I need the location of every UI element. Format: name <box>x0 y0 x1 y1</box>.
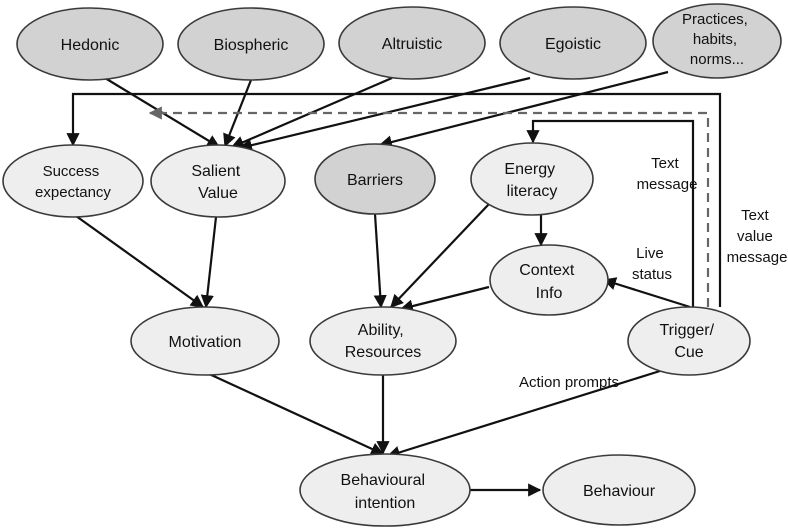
label-live-status: Live status <box>632 245 672 283</box>
svg-text:Trigger/ Cue: Trigger/ Cue <box>660 322 719 361</box>
svg-text:Egoistic: Egoistic <box>545 36 601 53</box>
edge-barriers-to-ability <box>373 213 387 309</box>
svg-text:Motivation: Motivation <box>169 334 242 351</box>
edge-trigger-to-energy <box>526 119 695 307</box>
svg-text:Energy literacy: Energy literacy <box>504 161 559 200</box>
edge-success-to-motivation <box>75 215 205 308</box>
edge-trigger-to-success <box>66 92 722 307</box>
node-hedonic: Hedonic <box>16 7 164 81</box>
nodes: Hedonic Biospheric Altruistic Egoistic P… <box>2 3 782 527</box>
svg-text:Barriers: Barriers <box>347 172 403 189</box>
svg-text:Practices, habits,: Practices, habits, norms... <box>682 11 752 68</box>
node-altruistic: Altruistic <box>338 6 486 80</box>
edge-motivation-to-intention <box>206 372 385 456</box>
node-ability-resources: Ability, Resources <box>309 306 457 376</box>
label-text-message: Text message <box>637 155 698 193</box>
node-practices: Practices, habits, norms... <box>652 3 782 79</box>
label-action-prompts: Action prompts <box>519 374 619 391</box>
node-energy-literacy: Energy literacy <box>470 142 594 216</box>
edge-practices-to-barriers <box>378 70 669 149</box>
node-barriers: Barriers <box>314 143 436 215</box>
svg-text:Hedonic: Hedonic <box>61 37 120 54</box>
node-salient-value: Salient Value <box>150 144 286 218</box>
svg-text:Behavioural intention: Behavioural intention <box>341 472 430 512</box>
edges <box>66 70 722 497</box>
label-text-value-message: Text value message <box>727 207 788 266</box>
edge-labels: Text message Text value message Live sta… <box>519 155 787 391</box>
svg-text:Behaviour: Behaviour <box>583 483 656 500</box>
node-egoistic: Egoistic <box>499 6 647 80</box>
edge-trigger-to-intention <box>386 369 661 459</box>
svg-text:Context Info: Context Info <box>519 262 579 302</box>
node-motivation: Motivation <box>130 306 280 376</box>
node-biospheric: Biospheric <box>177 7 325 81</box>
edge-context-to-ability <box>399 285 490 313</box>
edge-trigger-to-salient-dashed <box>148 106 710 307</box>
svg-text:Altruistic: Altruistic <box>382 36 442 53</box>
svg-text:Ability, Resources: Ability, Resources <box>345 322 421 361</box>
svg-text:Biospheric: Biospheric <box>214 37 289 54</box>
node-success-expectancy: Success expectancy <box>2 144 144 218</box>
node-behaviour: Behaviour <box>542 454 696 526</box>
node-behavioural-intention: Behavioural intention <box>299 453 471 527</box>
edge-salient-to-motivation <box>200 216 218 309</box>
edge-trigger-to-context <box>602 277 691 309</box>
svg-text:Success expectancy: Success expectancy <box>35 163 111 201</box>
svg-text:Salient Value: Salient Value <box>191 163 244 202</box>
node-context-info: Context Info <box>489 244 609 316</box>
edge-energy-to-ability <box>390 203 490 308</box>
node-trigger-cue: Trigger/ Cue <box>627 306 751 376</box>
